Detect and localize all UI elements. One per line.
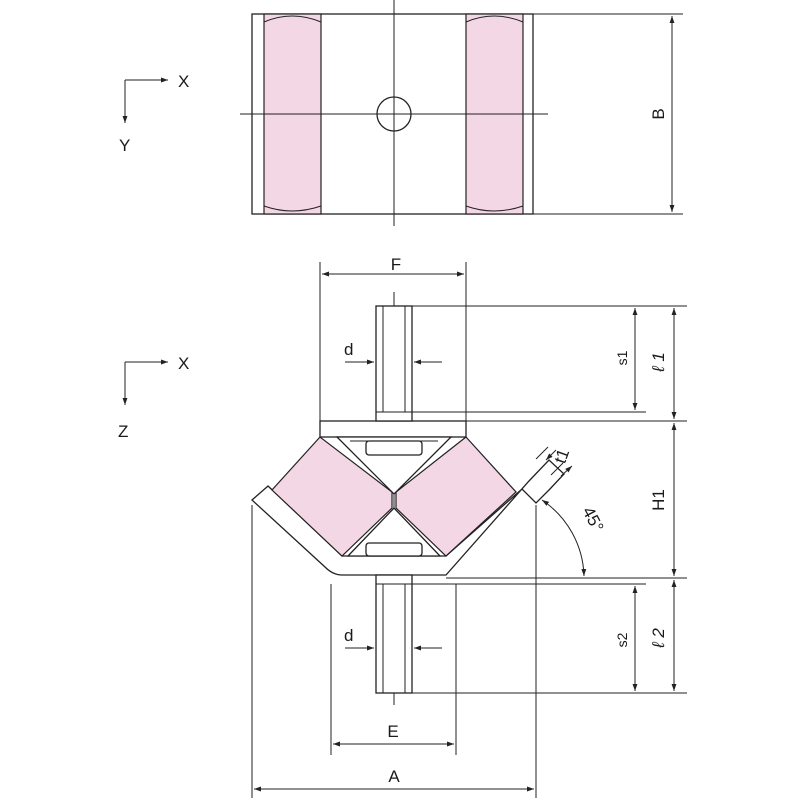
dimension-s1: s1 [614,308,638,410]
lower-nut-slot [365,542,423,557]
dimension-l1-label: ℓ 1 [649,352,668,373]
right-rubber-pad [395,436,517,557]
v-bracket [251,459,565,576]
top-view: B X Y [119,0,683,226]
dimension-e-label: E [387,722,398,741]
dimension-angle-label: 45° [578,504,607,536]
top-axis-x-label: X [178,72,189,91]
stud-hole [376,96,412,132]
front-view: X Z [118,255,687,798]
dimension-f: F [319,255,467,421]
dimension-t1: t1 [535,446,573,477]
dimension-l1: ℓ 1 [649,308,677,419]
dimension-l2-label: ℓ 2 [649,628,668,649]
upper-plate [319,420,467,438]
dimension-h1-label: H1 [649,489,668,511]
front-axis-z-label: Z [118,422,128,441]
dimension-d-bottom-label: d [344,626,353,645]
dimension-t1-label: t1 [550,446,573,466]
dimension-s1-label: s1 [614,350,630,365]
top-axis-indicator: X Y [119,72,189,155]
dimension-b: B [533,13,683,215]
dimension-h1: H1 [649,423,677,576]
dimension-d-top: d [344,340,442,365]
dimension-a: A [251,505,537,798]
top-stud [375,305,413,422]
dimension-f-label: F [391,255,401,274]
dimension-l2: ℓ 2 [649,580,677,691]
dimension-s2: s2 [614,586,638,691]
front-axis-indicator: X Z [118,354,189,441]
dimension-e: E [330,584,457,755]
dimension-a-label: A [388,767,400,786]
dimension-d-top-label: d [344,340,353,359]
left-rubber-pad [271,436,393,557]
dimension-d-bottom: d [344,626,442,651]
top-axis-y-label: Y [119,136,130,155]
bottom-stud [375,574,413,694]
dimension-s2-label: s2 [614,632,630,647]
dimension-angle: 45° [541,499,607,577]
front-axis-x-label: X [178,354,189,373]
upper-nut-slot [365,440,423,456]
dimension-b-label: B [649,108,668,119]
